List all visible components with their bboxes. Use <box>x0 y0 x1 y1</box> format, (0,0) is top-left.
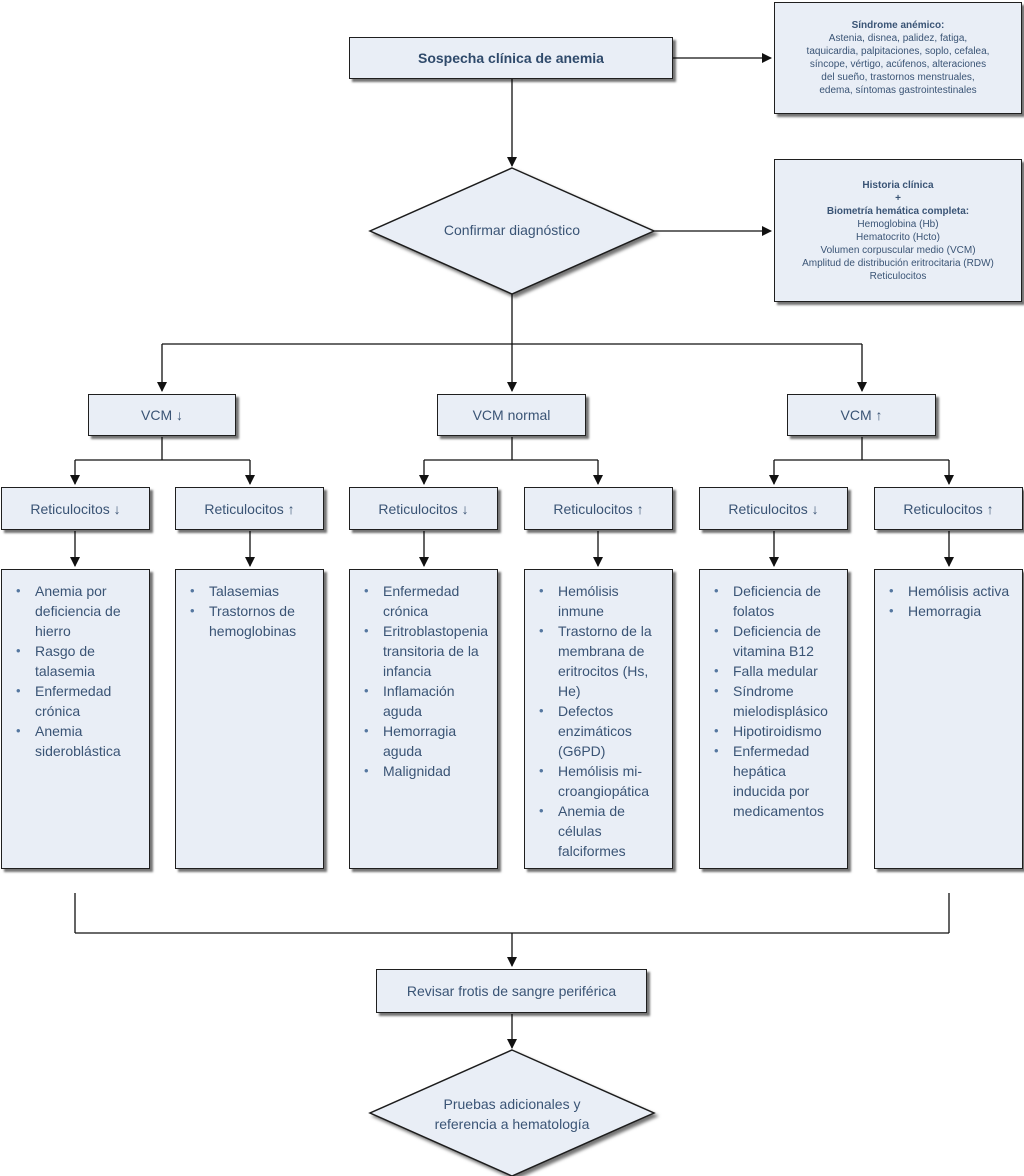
frotis-box: Revisar frotis de sangre periférica <box>376 969 647 1013</box>
vcm-normal-box: VCM normal <box>437 394 586 436</box>
reticulocitos-box: Reticulocitos ↓ <box>699 487 848 530</box>
confirm-diamond-shape <box>368 167 656 295</box>
historia-plus: + <box>895 192 901 204</box>
list-item: •Trastorno de la membrana de eritrocitos… <box>539 623 652 699</box>
cause-list-box: •Talasemias •Trastornos de hemoglobinas <box>175 569 324 869</box>
vcm-low-box: VCM ↓ <box>88 394 236 436</box>
vcm-normal-label: VCM normal <box>472 407 551 423</box>
reticulocitos-label: Reticulocitos ↓ <box>378 500 469 517</box>
list-item: •Defectos enzimáticos (G6PD) <box>539 703 632 759</box>
historia-line: Hematocrito (Hcto) <box>856 231 940 243</box>
cause-list-box: •Anemia por deficiencia de hierro •Rasgo… <box>1 569 150 869</box>
list-item: •Anemia sideroblástica <box>16 723 121 759</box>
start-box: Sospecha clínica de anemia <box>349 37 673 79</box>
historia-line: Hemoglobina (Hb) <box>857 218 939 230</box>
historia-line: Amplitud de distribución eritrocitaria (… <box>802 257 994 269</box>
reticulocitos-box: Reticulocitos ↓ <box>1 487 150 530</box>
cause-list-box: •Enfermedad crónica •Eritroblastopenia t… <box>349 569 498 869</box>
final-diamond-shape <box>368 1049 656 1176</box>
reticulocitos-label: Reticulocitos ↓ <box>30 500 121 517</box>
sindrome-line: edema, síntomas gastrointestinales <box>819 85 977 96</box>
sindrome-title: Síndrome anémico: <box>851 20 945 31</box>
historia-title: Historia clínica <box>862 179 934 191</box>
vcm-high-label: VCM ↑ <box>840 407 883 423</box>
sindrome-line: del sueño, trastornos menstruales, <box>821 72 975 83</box>
final-label-line1: Pruebas adicionales y <box>443 1096 581 1112</box>
reticulocitos-label: Reticulocitos ↓ <box>728 500 819 517</box>
sindrome-line: síncope, vértigo, acúfenos, alteraciones <box>809 59 987 70</box>
list-item: •Enfermedad hepática inducida por medica… <box>714 743 825 819</box>
reticulocitos-box: Reticulocitos ↑ <box>175 487 324 530</box>
reticulocitos-box: Reticulocitos ↑ <box>874 487 1023 530</box>
list-item: •Inflamación aguda <box>364 683 455 719</box>
list-item: •Enfermedad crónica <box>16 683 112 719</box>
list-item: •Falla medular <box>714 663 818 679</box>
list-item: •Hemólisis activa <box>889 583 1010 599</box>
sindrome-line: Astenia, disnea, palidez, fatiga, <box>828 33 968 44</box>
cause-list-box: •Hemólisis activa •Hemorragia <box>874 569 1023 869</box>
historia-box: Historia clínica + Biometría hemática co… <box>774 159 1022 302</box>
list-item: •Hemorragia aguda <box>364 723 457 759</box>
list-item: •Enfermedad crónica <box>364 583 460 619</box>
list-item: •Deficiencia de folatos <box>714 583 821 619</box>
vcm-low-label: VCM ↓ <box>141 407 183 423</box>
cause-list-box: •Hemólisis inmune •Trastorno de la membr… <box>524 569 673 869</box>
start-label: Sospecha clínica de anemia <box>418 50 604 66</box>
list-item: •Talasemias <box>190 583 280 599</box>
reticulocitos-label: Reticulocitos ↑ <box>553 500 644 517</box>
list-item: •Hemólisis inmune <box>539 583 619 619</box>
reticulocitos-box: Reticulocitos ↑ <box>524 487 673 530</box>
list-item: •Deficiencia de vitamina B12 <box>714 623 821 659</box>
list-item: •Hipotiroidismo <box>714 723 822 739</box>
historia-subtitle: Biometría hemática completa: <box>826 205 970 217</box>
reticulocitos-label: Reticulocitos ↑ <box>204 500 295 517</box>
list-item: •Anemia de células falciformes <box>539 803 626 859</box>
list-item: •Hemólisis mi-croangiopática <box>539 763 650 799</box>
list-item: •Eritroblastopenia transitoria de la inf… <box>364 623 489 679</box>
final-label: Pruebas adicionales y referencia a hemat… <box>405 1094 619 1134</box>
confirm-label: Confirmar diagnóstico <box>443 222 581 238</box>
list-item: •Hemorragia <box>889 603 982 619</box>
list-item: •Trastornos de hemoglobinas <box>190 603 297 639</box>
frotis-label: Revisar frotis de sangre periférica <box>406 983 617 999</box>
historia-line: Volumen corpuscular medio (VCM) <box>820 244 976 256</box>
cause-list-box: •Deficiencia de folatos •Deficiencia de … <box>699 569 848 869</box>
reticulocitos-box: Reticulocitos ↓ <box>349 487 498 530</box>
list-item: •Malignidad <box>364 763 451 779</box>
reticulocitos-label: Reticulocitos ↑ <box>903 500 994 517</box>
list-item: •Síndrome mielodisplásico <box>714 683 828 719</box>
vcm-high-box: VCM ↑ <box>787 394 936 436</box>
list-item: •Anemia por deficiencia de hierro <box>16 583 121 639</box>
historia-line: Reticulocitos <box>869 270 927 282</box>
sindrome-box: Síndrome anémico: Astenia, disnea, palid… <box>774 2 1022 114</box>
list-item: •Rasgo de talasemia <box>16 643 95 679</box>
final-label-line2: referencia a hematología <box>434 1116 590 1132</box>
sindrome-line: taquicardia, palpitaciones, soplo, cefal… <box>806 46 990 57</box>
